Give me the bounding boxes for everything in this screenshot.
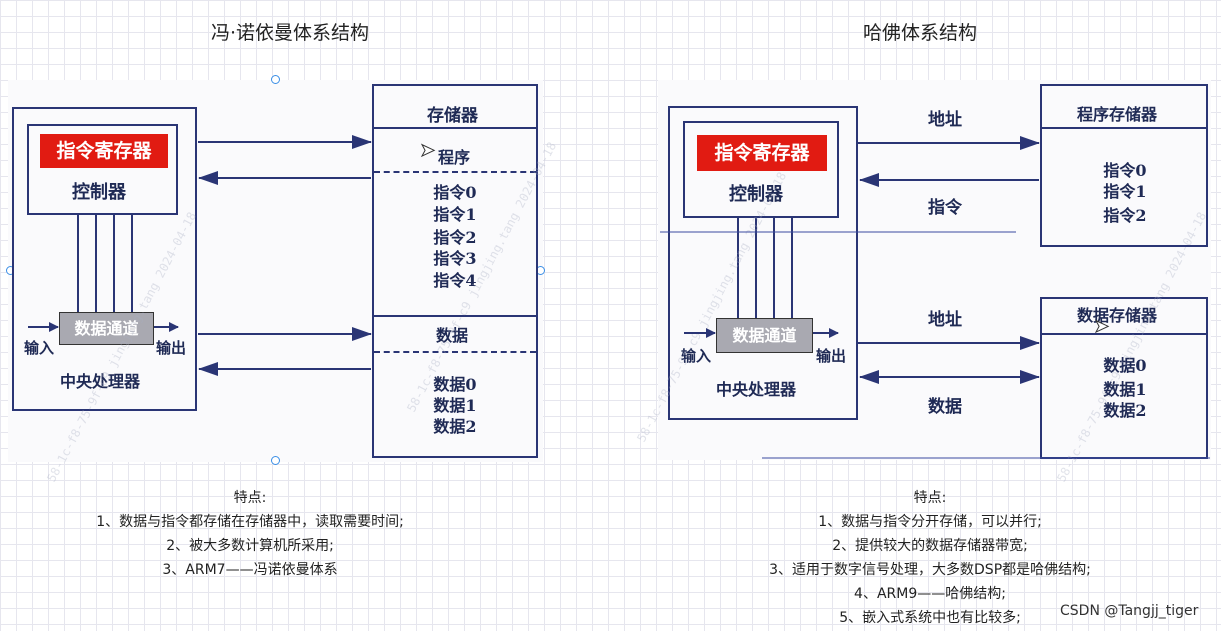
data-memory-header: 数据存储器 (1077, 306, 1158, 325)
right-controller-label: 控制器 (729, 184, 783, 205)
left-title: 冯·诺依曼体系结构 (210, 22, 370, 44)
data-memory-item: 数据2 (1103, 401, 1147, 420)
left-memory-divider-mid (372, 315, 538, 317)
right-bus-line-1 (737, 218, 739, 318)
right-note-item: 5、嵌入式系统中也有比较多; (839, 610, 1021, 626)
right-cpu-label: 中央处理器 (716, 380, 797, 399)
left-input-label: 输入 (24, 339, 55, 357)
left-notes-heading: 特点: (233, 490, 267, 506)
left-data-header: 数据 (436, 326, 469, 345)
right-output-label: 输出 (816, 347, 847, 365)
right-datapath-box: 数据通道 (716, 318, 813, 353)
instruction-item: 指令2 (433, 228, 477, 247)
program-item: 指令0 (1103, 161, 1147, 180)
right-bus-line-4 (791, 218, 793, 318)
right-instruction-register: 指令寄存器 (697, 135, 827, 171)
address-label-bottom: 地址 (928, 310, 962, 330)
program-memory-divider (1040, 127, 1208, 129)
left-instruction-list: 指令0 指令1 指令2 指令3 指令4 (410, 182, 500, 291)
credit-label: CSDN @Tangjj_tiger (1060, 603, 1199, 619)
left-memory-header: 存储器 (427, 106, 478, 126)
program-memory-header: 程序存储器 (1077, 105, 1158, 124)
program-memory-list: 指令0 指令1 指令2 (1080, 160, 1170, 226)
right-note-item: 3、适用于数字信号处理，大多数DSP都是哈佛结构; (769, 562, 1091, 578)
left-memory-dashed-2 (374, 351, 536, 353)
left-note-item: 1、数据与指令都存储在存储器中，读取需要时间; (96, 514, 404, 530)
right-note-item: 4、ARM9——哈佛结构; (854, 586, 1006, 602)
data-label: 数据 (928, 397, 962, 417)
instruction-item: 指令0 (433, 183, 477, 202)
program-memory-box (1040, 84, 1208, 247)
right-bus-line-3 (773, 218, 775, 318)
mouse-cursor-icon-2: ➤ (1093, 316, 1110, 338)
left-bus-line-1 (77, 215, 79, 312)
right-input-label: 输入 (681, 347, 712, 365)
right-notes-heading: 特点: (913, 490, 947, 506)
right-bus-line-2 (755, 218, 757, 318)
address-label-top: 地址 (928, 110, 962, 130)
data-memory-list: 数据0 数据1 数据2 (1080, 355, 1170, 421)
data-memory-divider (1040, 333, 1208, 335)
right-note-item: 1、数据与指令分开存储，可以并行; (818, 514, 1042, 530)
left-memory-box (372, 84, 538, 458)
data-item: 数据0 (433, 375, 477, 394)
left-output-label: 输出 (156, 339, 187, 357)
left-note-item: 2、被大多数计算机所采用; (166, 538, 334, 554)
instruction-label: 指令 (928, 198, 962, 218)
left-controller-label: 控制器 (72, 182, 126, 203)
program-item: 指令1 (1103, 182, 1147, 201)
data-item: 数据2 (433, 417, 477, 436)
selection-handle-top[interactable] (271, 75, 280, 84)
left-instruction-register: 指令寄存器 (40, 134, 168, 168)
left-datapath-box: 数据通道 (59, 312, 154, 345)
left-bus-line-2 (95, 215, 97, 312)
instruction-item: 指令1 (433, 205, 477, 224)
left-memory-divider-top (372, 127, 538, 129)
data-memory-item: 数据1 (1103, 380, 1147, 399)
left-bus-line-4 (131, 215, 133, 312)
left-notes: 特点: 1、数据与指令都存储在存储器中，读取需要时间; 2、被大多数计算机所采用… (20, 486, 480, 582)
right-notes: 特点: 1、数据与指令分开存储，可以并行; 2、提供较大的数据存储器带宽; 3、… (700, 486, 1160, 630)
left-program-label: 程序 (438, 148, 471, 167)
data-item: 数据1 (433, 396, 477, 415)
right-note-item: 2、提供较大的数据存储器带宽; (832, 538, 1028, 554)
selection-handle-bottom[interactable] (271, 456, 280, 465)
data-memory-box (1040, 297, 1208, 459)
left-data-list: 数据0 数据1 数据2 (410, 374, 500, 437)
right-title: 哈佛体系结构 (862, 22, 977, 44)
mouse-cursor-icon: ➤ (419, 140, 436, 162)
instruction-item: 指令3 (433, 249, 477, 268)
instruction-item: 指令4 (433, 271, 477, 290)
left-memory-dashed-1 (374, 171, 536, 173)
left-cpu-label: 中央处理器 (60, 372, 141, 391)
left-note-item: 3、ARM7——冯诺依曼体系 (162, 562, 338, 578)
data-memory-item: 数据0 (1103, 356, 1147, 375)
program-item: 指令2 (1103, 206, 1147, 225)
left-bus-line-3 (113, 215, 115, 312)
